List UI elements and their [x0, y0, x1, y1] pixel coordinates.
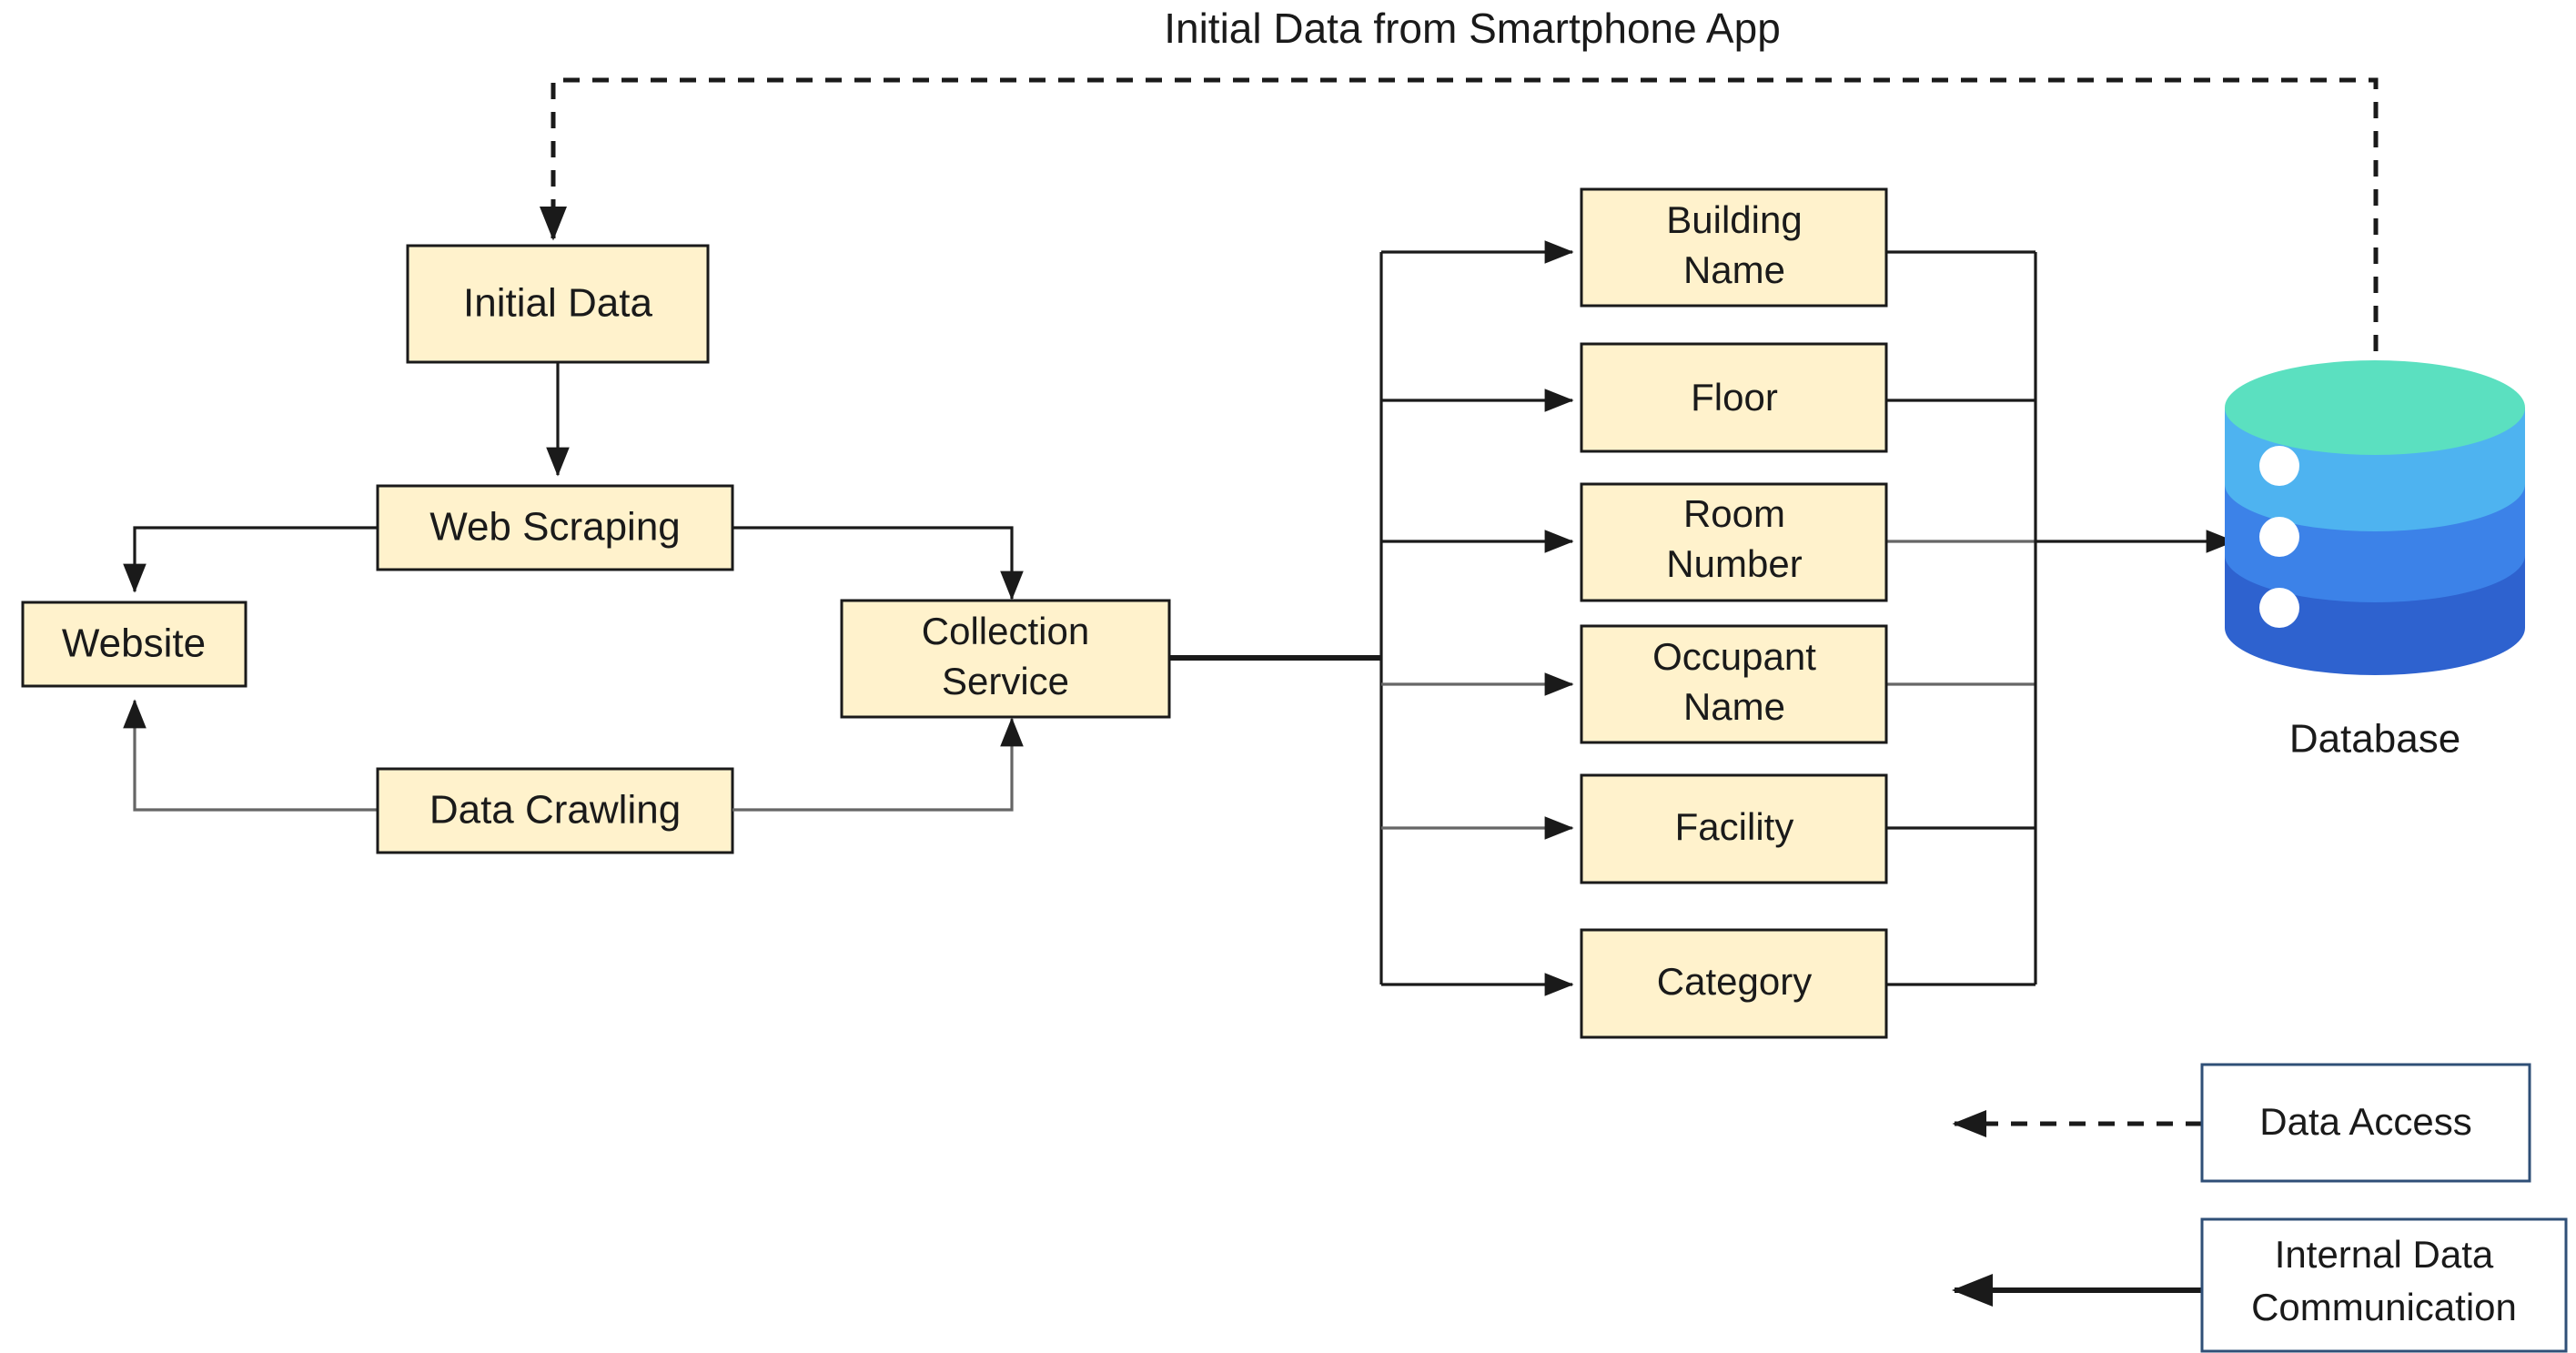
- node-initial-data-label: Initial Data: [463, 281, 652, 326]
- edge-web-scraping-to-website: [123, 526, 378, 593]
- legend-item-internal-data[interactable]: [2200, 1217, 2568, 1353]
- edge-data-crawling-to-website: [123, 699, 378, 812]
- node-initial-data[interactable]: [406, 244, 710, 364]
- legend-item-data-access[interactable]: [2200, 1063, 2531, 1183]
- node-data-crawling-label: Data Crawling: [429, 788, 681, 833]
- node-attribute-facility-label-1: Facility: [1675, 805, 1794, 848]
- legend-item-internal-data-label-1: Internal Data: [2275, 1233, 2494, 1276]
- node-attribute-facility[interactable]: [1580, 773, 1888, 884]
- database-caption: Database: [2289, 717, 2460, 762]
- node-collection-service-label-1: Collection: [922, 610, 1089, 652]
- legend-item-internal-data-label-2: Communication: [2251, 1286, 2517, 1328]
- database-dot-2: [2259, 517, 2299, 557]
- node-attribute-occupant-name-label-1: Occupant: [1652, 635, 1816, 678]
- node-attribute-floor-label-1: Floor: [1691, 376, 1778, 419]
- node-website-label: Website: [62, 621, 206, 666]
- node-website[interactable]: [21, 601, 247, 688]
- node-attribute-occupant-name[interactable]: [1580, 624, 1888, 744]
- database-dot-3: [2259, 588, 2299, 628]
- node-collection-service-label-2: Service: [942, 660, 1069, 702]
- node-attribute-floor[interactable]: [1580, 342, 1888, 453]
- node-web-scraping-label: Web Scraping: [429, 505, 681, 550]
- node-attribute-room-number-label-2: Number: [1666, 542, 1802, 585]
- edge-database-to-initial-data: [540, 77, 2379, 380]
- legend-item-data-access-label: Data Access: [2259, 1100, 2471, 1143]
- node-attribute-room-number-label-1: Room: [1683, 492, 1785, 535]
- node-attribute-category-label-1: Category: [1657, 960, 1812, 1003]
- node-attribute-building-name-label-2: Name: [1683, 248, 1785, 291]
- node-attribute-building-name[interactable]: [1580, 187, 1888, 308]
- database-dot-1: [2259, 446, 2299, 486]
- node-attribute-building-name-label-1: Building: [1666, 198, 1802, 241]
- edge-web-scraping-to-collection-service: [732, 526, 1024, 601]
- diagram-title: Initial Data from Smartphone App: [1164, 5, 1781, 52]
- edge-data-crawling-to-collection-service: [732, 717, 1024, 812]
- node-attribute-room-number[interactable]: [1580, 482, 1888, 602]
- database-icon[interactable]: [2225, 360, 2525, 675]
- node-attribute-occupant-name-label-2: Name: [1683, 685, 1785, 728]
- node-web-scraping[interactable]: [376, 484, 734, 571]
- node-attribute-category[interactable]: [1580, 928, 1888, 1039]
